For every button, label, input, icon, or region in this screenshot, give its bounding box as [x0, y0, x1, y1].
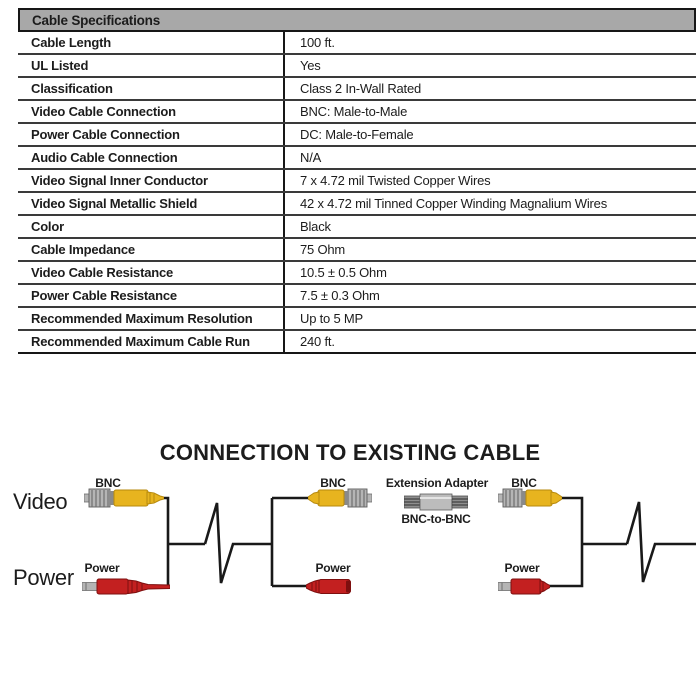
spec-label: Audio Cable Connection	[31, 150, 178, 165]
table-header: Cable Specifications	[18, 8, 696, 30]
power-label: Power	[504, 561, 540, 575]
table-row: Color Black	[18, 216, 696, 239]
spec-label: UL Listed	[31, 58, 89, 73]
spec-value: Up to 5 MP	[283, 308, 696, 329]
spec-value: 75 Ohm	[283, 239, 696, 260]
spec-value: DC: Male-to-Female	[283, 124, 696, 145]
spec-value: BNC: Male-to-Male	[283, 101, 696, 122]
table-row: Power Cable Connection DC: Male-to-Femal…	[18, 124, 696, 147]
bnc-label: BNC	[95, 476, 121, 490]
table-row: UL Listed Yes	[18, 55, 696, 78]
spec-label: Cable Length	[31, 35, 111, 50]
spec-value: Class 2 In-Wall Rated	[283, 78, 696, 99]
bnc-label: BNC	[320, 476, 346, 490]
spec-label: Color	[31, 219, 64, 234]
table-row: Classification Class 2 In-Wall Rated	[18, 78, 696, 101]
bnc-connector-icon	[498, 488, 562, 508]
table-row: Cable Length 100 ft.	[18, 32, 696, 55]
spec-value: 100 ft.	[283, 32, 696, 53]
spec-value: 7.5 ± 0.3 Ohm	[283, 285, 696, 306]
spec-label: Video Cable Connection	[31, 104, 176, 119]
bnc-connector-icon	[84, 488, 164, 508]
spec-value: 240 ft.	[283, 331, 696, 352]
spec-label: Power Cable Connection	[31, 127, 180, 142]
power-label: Power	[84, 561, 120, 575]
table-row: Recommended Maximum Cable Run 240 ft.	[18, 331, 696, 354]
power-label: Power	[315, 561, 351, 575]
table-row: Video Cable Resistance 10.5 ± 0.5 Ohm	[18, 262, 696, 285]
table-row: Power Cable Resistance 7.5 ± 0.3 Ohm	[18, 285, 696, 308]
spec-value: N/A	[283, 147, 696, 168]
spec-value: Black	[283, 216, 696, 237]
power-row-label: Power	[13, 565, 74, 590]
spec-label: Video Signal Metallic Shield	[31, 196, 198, 211]
spec-value: 7 x 4.72 mil Twisted Copper Wires	[283, 170, 696, 191]
table-row: Recommended Maximum Resolution Up to 5 M…	[18, 308, 696, 331]
bnc-connector-icon	[308, 488, 372, 508]
extension-adapter-subtitle: BNC-to-BNC	[401, 512, 471, 526]
bnc-label: BNC	[511, 476, 537, 490]
spec-label: Recommended Maximum Cable Run	[31, 334, 250, 349]
spec-table-body: Cable Length 100 ft. UL Listed Yes Class…	[18, 30, 696, 354]
spec-label: Video Cable Resistance	[31, 265, 174, 280]
table-row: Audio Cable Connection N/A	[18, 147, 696, 170]
power-connector-icon	[82, 578, 170, 595]
cable-specifications-table: Cable Specifications Cable Length 100 ft…	[18, 8, 696, 354]
table-row: Video Signal Inner Conductor 7 x 4.72 mi…	[18, 170, 696, 193]
spec-label: Recommended Maximum Resolution	[31, 311, 253, 326]
spec-label: Video Signal Inner Conductor	[31, 173, 208, 188]
video-row-label: Video	[13, 489, 68, 514]
diagram-title: CONNECTION TO EXISTING CABLE	[159, 440, 541, 465]
cable-wires-diagram	[150, 496, 696, 588]
spec-value: Yes	[283, 55, 696, 76]
spec-label: Cable Impedance	[31, 242, 135, 257]
spec-label: Classification	[31, 81, 113, 96]
power-connector-icon	[498, 578, 550, 595]
table-title: Cable Specifications	[32, 12, 161, 28]
table-row: Video Cable Connection BNC: Male-to-Male	[18, 101, 696, 124]
extension-adapter-title: Extension Adapter	[385, 476, 489, 490]
spec-label: Power Cable Resistance	[31, 288, 177, 303]
table-row: Video Signal Metallic Shield 42 x 4.72 m…	[18, 193, 696, 216]
power-connector-icon	[306, 579, 351, 594]
spec-value: 42 x 4.72 mil Tinned Copper Winding Magn…	[283, 193, 696, 214]
extension-adapter-icon	[404, 493, 468, 511]
table-row: Cable Impedance 75 Ohm	[18, 239, 696, 262]
spec-value: 10.5 ± 0.5 Ohm	[283, 262, 696, 283]
